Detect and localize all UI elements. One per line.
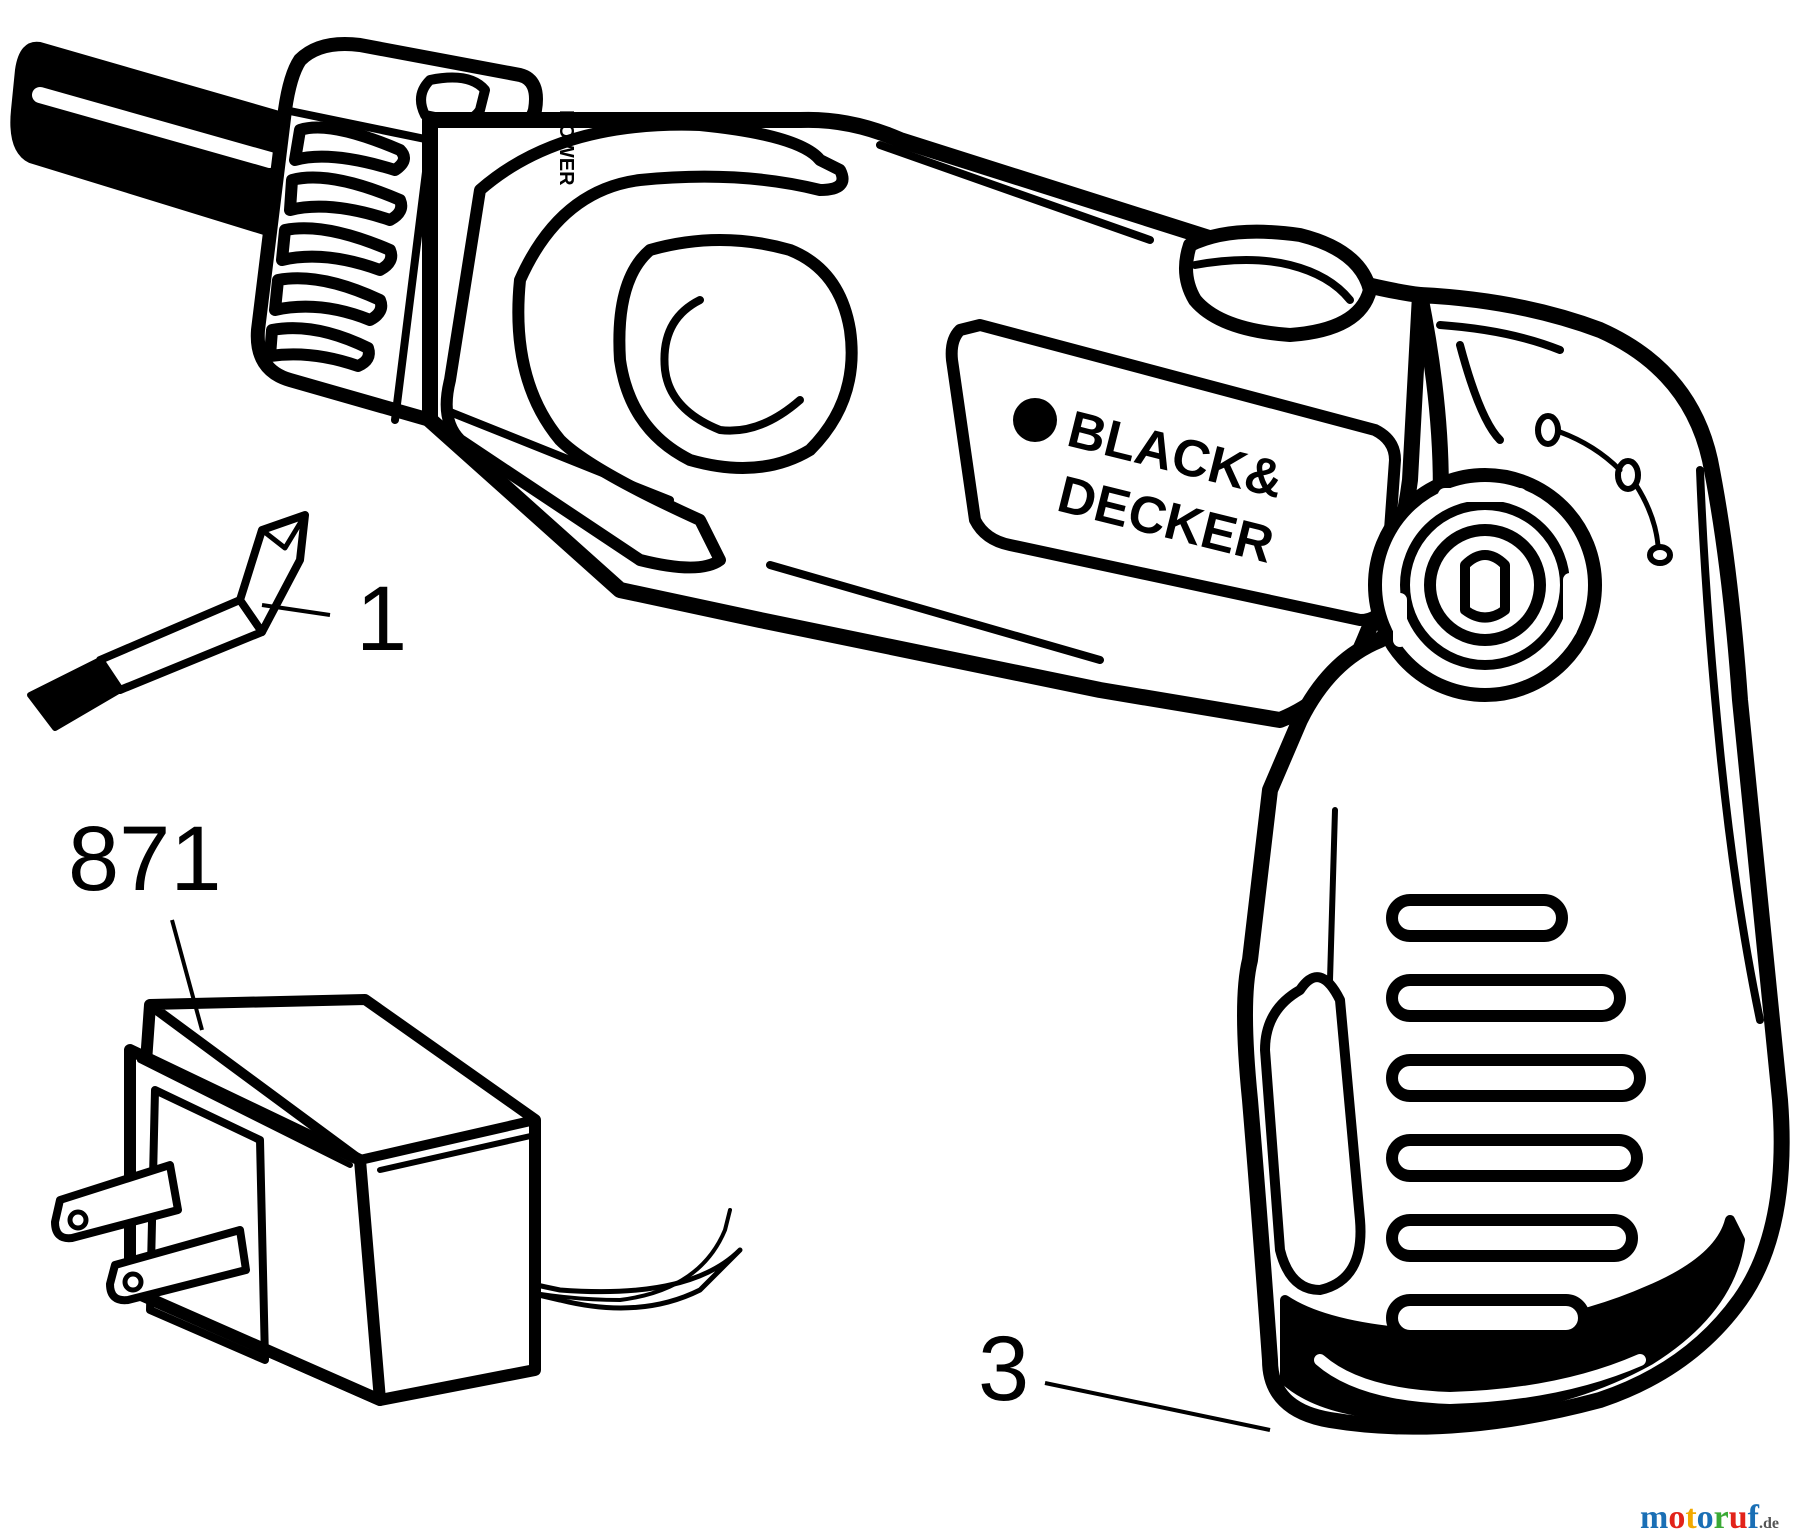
handle — [1237, 287, 1790, 1435]
callout-3: 3 — [978, 1318, 1029, 1420]
direction-selector — [1368, 468, 1602, 702]
charger — [124, 994, 743, 1406]
callout-871: 871 — [68, 808, 222, 910]
grip-slots — [1386, 894, 1646, 1342]
svg-text:motoruf.de: motoruf.de — [1640, 1499, 1779, 1536]
leader-line-871 — [170, 919, 204, 1031]
indicator-marks — [1535, 413, 1673, 566]
charger-plug-prongs — [51, 1161, 250, 1305]
callout-1: 1 — [356, 568, 407, 670]
leader-line-3 — [1044, 1381, 1271, 1432]
bit-holder-shaft — [10, 41, 303, 243]
screwdriver-bit — [27, 511, 309, 731]
screwdriver-body — [10, 37, 1790, 1435]
main-housing — [422, 111, 1428, 728]
power-switch-label: POWER — [555, 110, 577, 186]
watermark-logo: motoruf.de — [1640, 1499, 1779, 1536]
leader-line-1 — [261, 603, 331, 617]
